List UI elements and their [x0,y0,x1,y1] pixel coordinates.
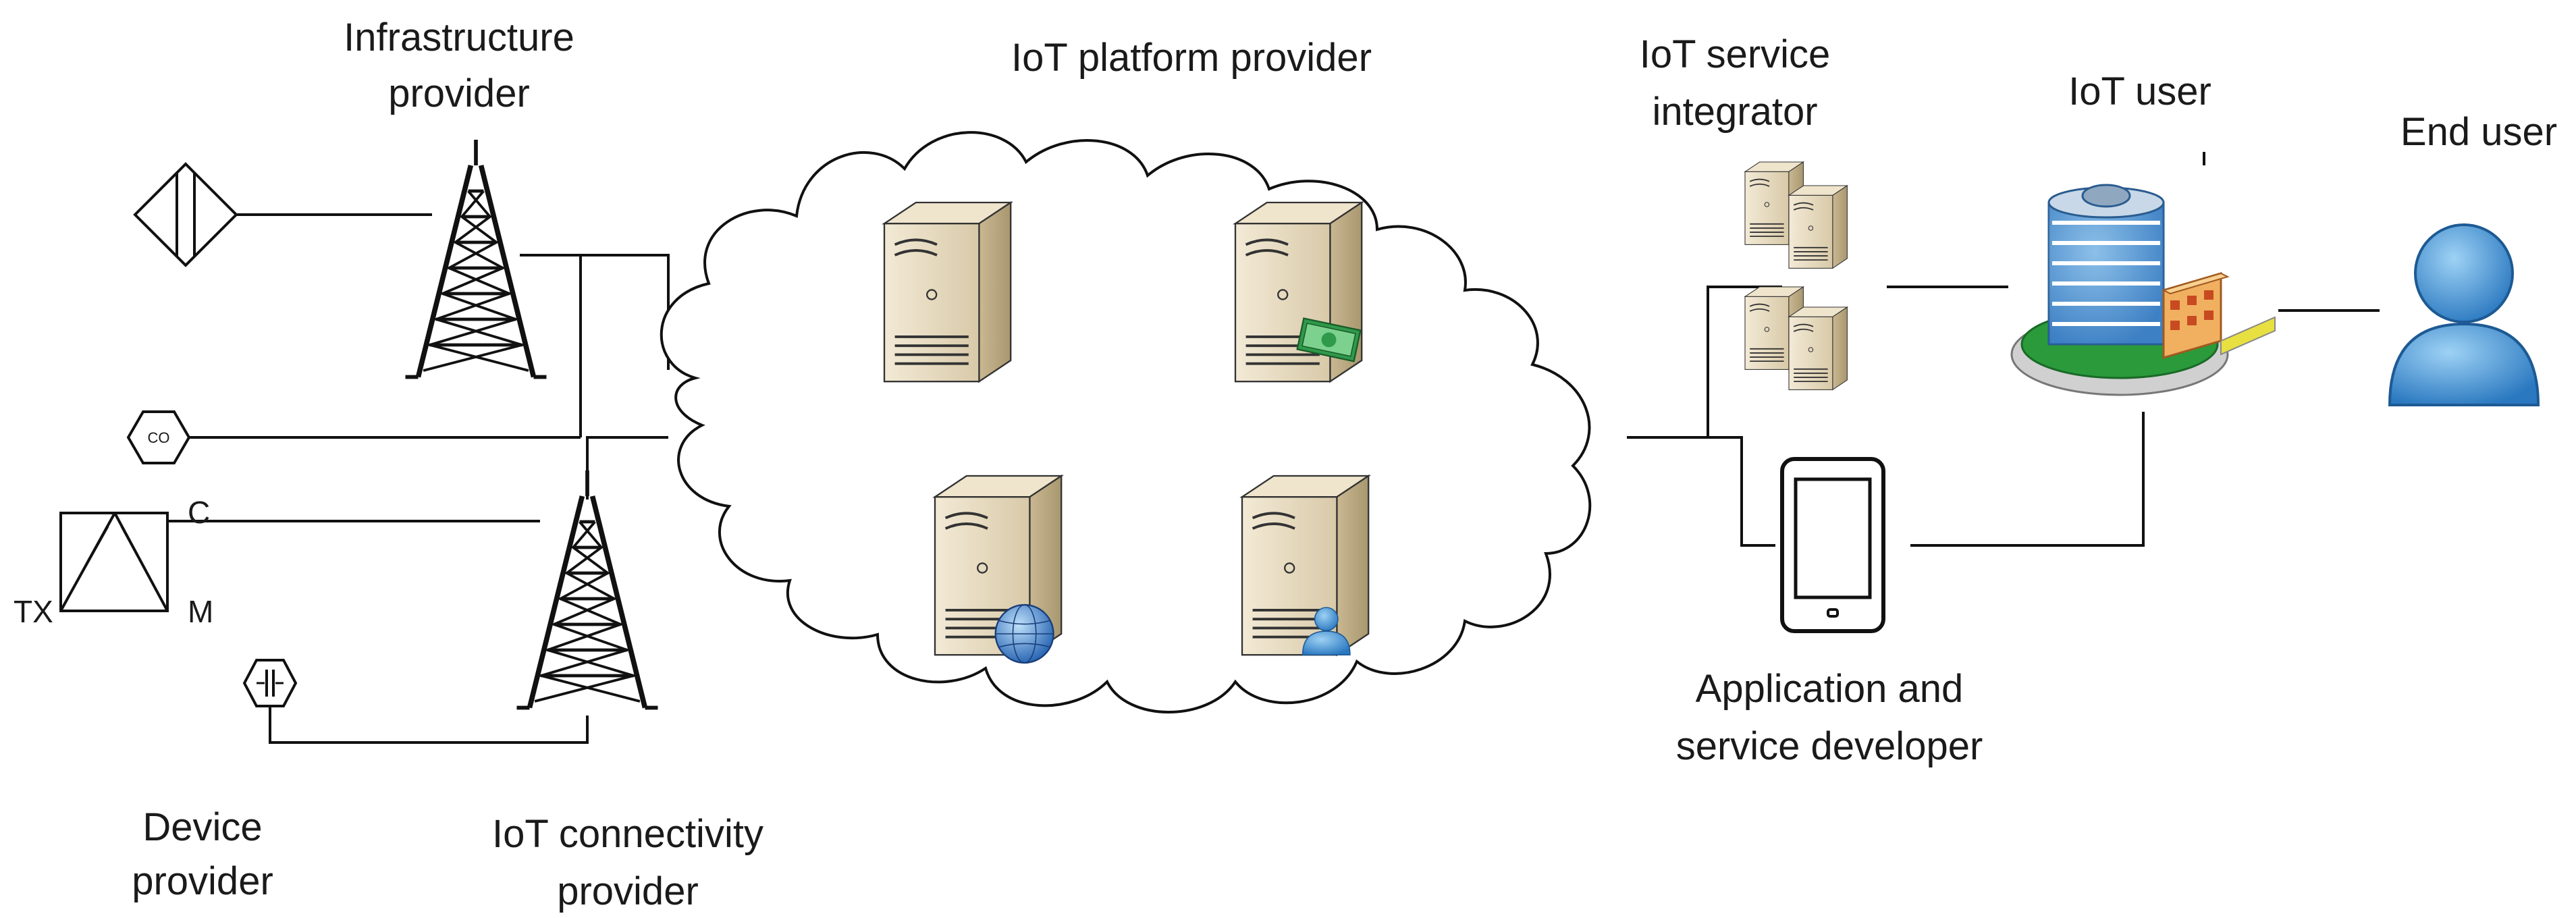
app-developer-label-line2: service developer [1676,724,1983,768]
device-provider-label-line2: provider [132,859,273,903]
smartphone-icon [1780,457,1885,633]
radio-tower-icon [517,470,658,708]
meter-c-label: C [188,495,210,530]
money-icon [1296,317,1362,362]
radio-tower-icon [406,140,547,377]
server-icon [1788,306,1848,391]
infrastructure-provider-label-line2: provider [388,72,530,115]
iot-connectivity-provider-label-line1: IoT connectivity [492,812,763,856]
end-user-person-icon [2388,223,2540,406]
platform-server-1 [883,201,1013,383]
connectivity-tower [517,470,658,708]
platform-server-payment [1234,201,1364,383]
co-sensor-label: CO [148,429,170,446]
infrastructure-tower [406,140,547,377]
server-icon [883,201,1013,383]
person-icon [1302,607,1351,655]
iot-service-integrator-label-line1: IoT service [1640,32,1831,76]
plug-sensor-icon [242,659,298,707]
iot-platform-provider-label: IoT platform provider [1011,36,1372,80]
server-icon [1241,475,1370,657]
meter-symbol-icon [59,512,169,612]
meter-m-label: M [188,594,213,629]
server-icon [1788,185,1848,269]
iot-connectivity-provider-label-line2: provider [557,869,699,913]
platform-server-user [1241,475,1370,657]
infrastructure-provider-label-line1: Infrastructure [344,16,574,59]
end-user-label: End user [2400,110,2557,154]
cloud-icon [660,131,1592,713]
device-provider-label-line1: Device [142,805,262,849]
sensor-diamond-icon [133,162,238,267]
office-building-icon [2010,184,2276,396]
globe-icon [994,603,1054,664]
iot-user-label: IoT user [2068,70,2211,113]
platform-server-web [934,475,1063,664]
app-developer-label-line1: Application and [1696,667,1964,711]
iot-service-integrator-label-line2: integrator [1652,90,1817,134]
service-integrator-servers [1744,161,1848,391]
co-sensor-icon: CO [126,410,191,464]
meter-tx-label: TX [14,594,53,629]
